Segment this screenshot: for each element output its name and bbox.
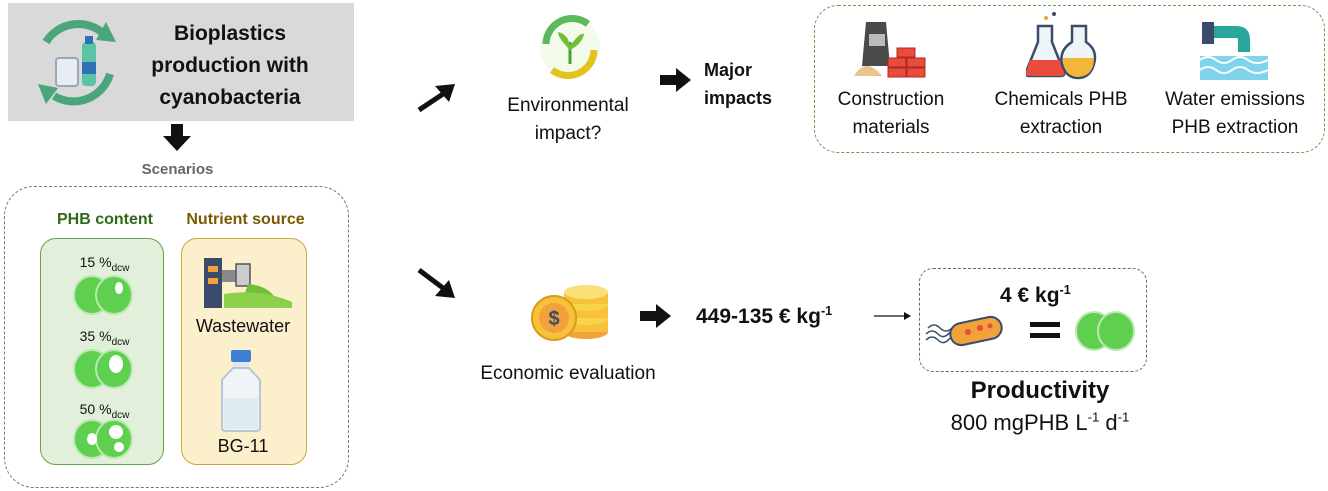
bacterium-icon [925,315,1003,347]
target-cost-container [919,268,1147,372]
impact-chemicals-phb-extraction: Chemicals PHB extraction [994,89,1128,138]
cyanobacteria-cell-icon [73,275,133,315]
nutrient-source-header: Nutrient source [186,211,305,228]
right-arrow-icon [640,304,671,328]
svg-text:$: $ [548,308,559,330]
down-right-arrow-icon [417,268,455,298]
impact-construction-materials: Construction materials [837,89,945,138]
diagram-title: Bioplastics production with cyanobacteri… [151,22,309,109]
water-emissions-pipe-icon [1200,22,1268,80]
recycle-bottle-icon [38,20,116,106]
bg11-label: BG-11 [217,436,269,456]
down-arrow-icon [163,124,191,151]
cyanobacteria-cell-icon [73,349,133,389]
major-impacts-label: Major impacts [704,60,773,108]
phb-level-15: 15 %dcw [79,254,130,274]
economic-evaluation-label: Economic evaluation [480,363,656,384]
construction-materials-icon [854,22,926,78]
phb-content-header: PHB content [57,211,153,228]
up-right-arrow-icon [417,84,455,113]
chemicals-flask-icon [1026,12,1097,80]
bg11-medium-bottle-icon [221,350,261,432]
major-impacts-container [814,5,1325,153]
wastewater-factory-icon [204,258,292,308]
environmental-impact-question: Environmental impact? [507,95,629,144]
scenarios-label: Scenarios [141,161,214,178]
equals-sign-icon [1030,322,1060,338]
environment-leaf-icon [540,15,600,79]
coins-money-icon: $ [531,285,608,341]
phb-level-50: 50 %dcw [79,401,130,421]
thin-right-arrow-icon [874,312,911,320]
cyanobacteria-cell-icon [1075,311,1135,351]
productivity-value: 800 mgPHB L-1 d-1 [950,409,1130,435]
wastewater-label: Wastewater [195,316,291,336]
production-cost-range: 449-135 € kg-1 [696,304,833,328]
phb-level-35: 35 %dcw [79,328,130,348]
cyanobacteria-cell-icon [73,419,133,459]
target-cost-label: 4 € kg-1 [1000,283,1071,307]
productivity-label: Productivity [970,377,1110,404]
right-arrow-icon [660,68,691,92]
impact-water-emissions-phb-extraction: Water emissions PHB extraction [1165,89,1305,138]
scenarios-container [4,186,349,488]
